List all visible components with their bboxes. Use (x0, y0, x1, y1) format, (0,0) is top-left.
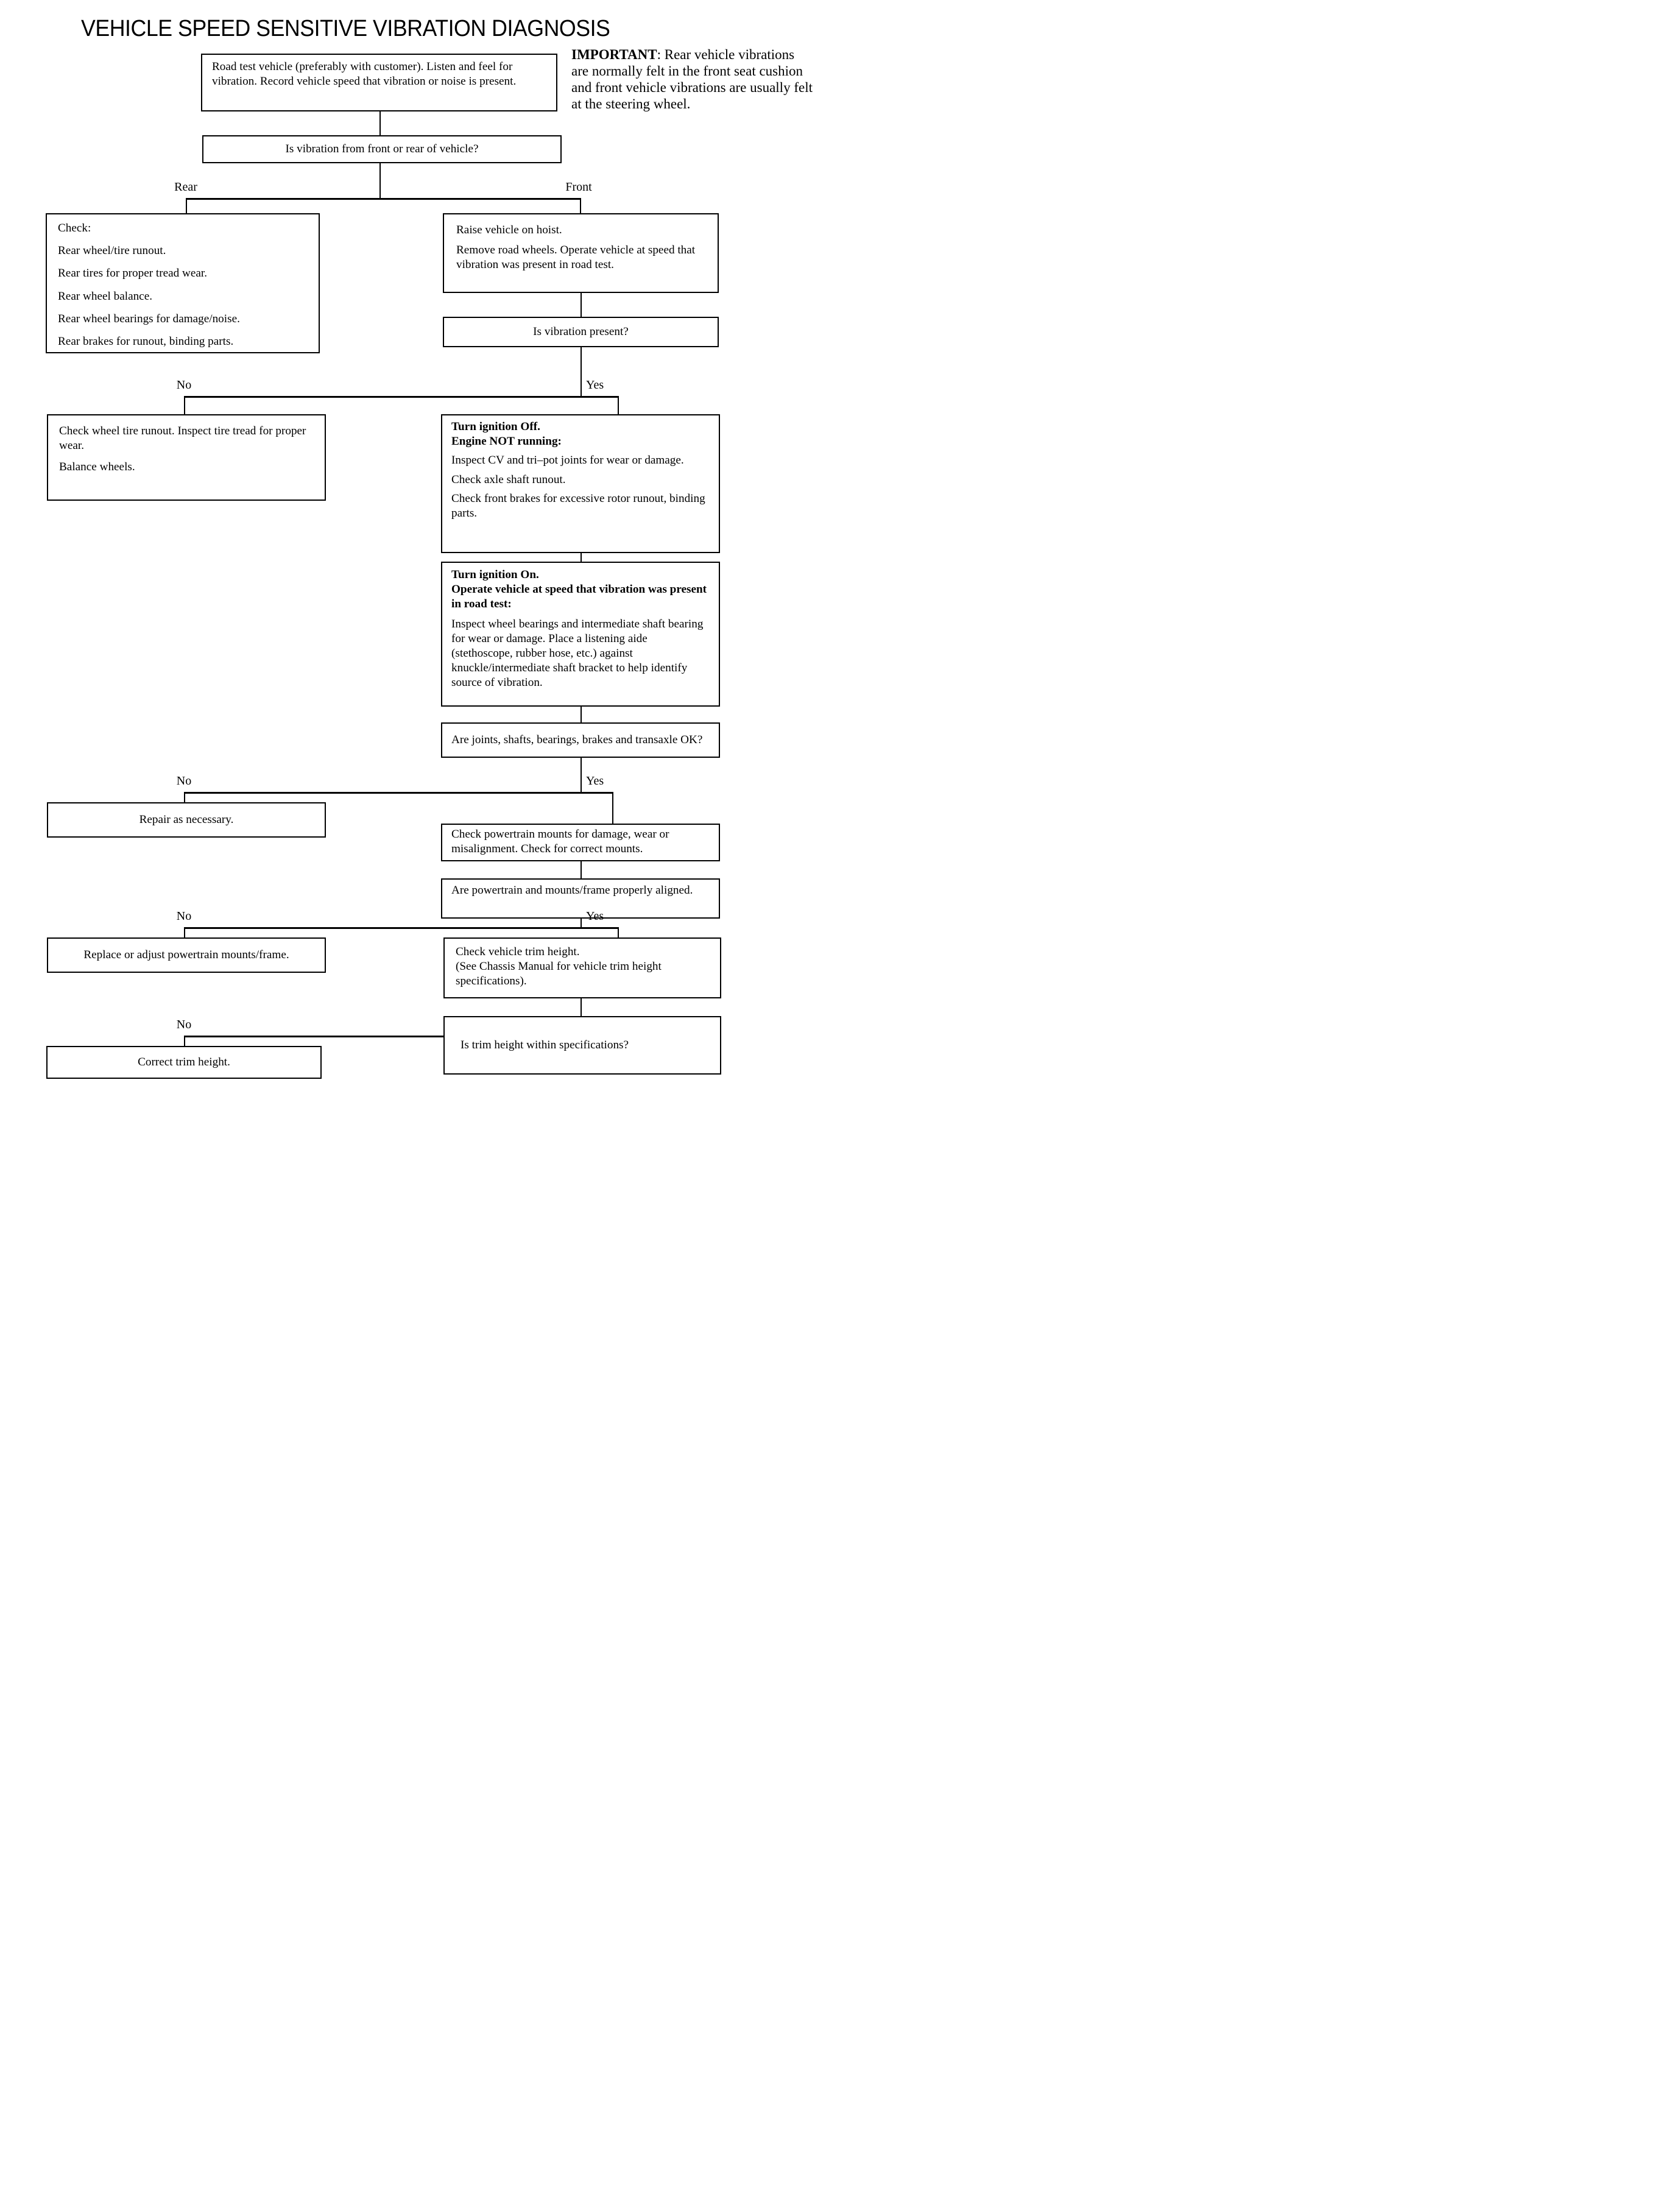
branch-label-no-2: No (176, 774, 192, 788)
trim-height-p1: Check vehicle trim height. (456, 945, 580, 958)
connector-ignitionoff-to-ignitionon (581, 553, 582, 562)
split1-right-drop (580, 198, 581, 213)
branch-label-yes-1: Yes (586, 378, 604, 392)
ignition-off-p1: Inspect CV and tri–pot joints for wear o… (451, 454, 684, 467)
ignition-off-p2: Check axle shaft runout. (451, 473, 566, 486)
node-replace-mounts-text: Replace or adjust powertrain mounts/fram… (83, 948, 289, 961)
rear-checks-item: Rear wheel bearings for damage/noise. (58, 312, 240, 325)
split4-left-drop (184, 927, 185, 937)
wheel-runout-p2: Balance wheels. (59, 461, 135, 474)
ignition-on-h2: Operate vehicle at speed that vibration … (451, 583, 707, 611)
connector-ignitionon-to-joints (581, 707, 582, 722)
node-rear-checks: Check: Rear wheel/tire runout. Rear tire… (46, 213, 320, 353)
rear-checks-heading: Check: (58, 222, 91, 235)
ignition-on-p1: Inspect wheel bearings and intermediate … (451, 617, 704, 690)
node-correct-trim-text: Correct trim height. (138, 1055, 230, 1068)
connector-trimheight-to-spec (581, 998, 582, 1016)
branch-label-no-1: No (176, 378, 192, 392)
rear-checks-item: Rear wheel balance. (58, 289, 153, 303)
split3-horizontal-line (184, 792, 613, 794)
split2-horizontal-line (184, 396, 619, 398)
branch-label-yes-2: Yes (586, 774, 604, 788)
wheel-runout-p1: Check wheel tire runout. Inspect tire tr… (59, 425, 306, 453)
node-road-test: Road test vehicle (preferably with custo… (201, 54, 557, 111)
connector-roadtest-to-question (379, 111, 381, 135)
branch-label-rear: Rear (174, 180, 197, 194)
split5-left-drop (184, 1036, 185, 1046)
connector-aligned-to-split4 (581, 919, 582, 927)
node-road-test-text: Road test vehicle (preferably with custo… (212, 60, 517, 88)
split2-right-drop (618, 396, 619, 414)
node-mounts-aligned: Are powertrain and mounts/frame properly… (441, 878, 720, 919)
raise-hoist-p1: Raise vehicle on hoist. (456, 224, 562, 236)
node-repair: Repair as necessary. (47, 802, 326, 838)
split2-left-drop (184, 396, 185, 414)
branch-label-no-3: No (176, 909, 192, 923)
split1-horizontal-line (186, 198, 581, 200)
node-ignition-off: Turn ignition Off. Engine NOT running: I… (441, 414, 720, 553)
split4-horizontal-line (184, 927, 619, 929)
node-raise-hoist: Raise vehicle on hoist. Remove road whee… (443, 213, 719, 293)
split5-horizontal-line (184, 1036, 443, 1037)
ignition-off-h2: Engine NOT running: (451, 435, 562, 448)
connector-vibration-to-split2 (581, 347, 582, 396)
ignition-off-h1: Turn ignition Off. (451, 420, 540, 433)
important-note: IMPORTANT: Rear vehicle vibrations are n… (571, 46, 813, 113)
node-wheel-runout: Check wheel tire runout. Inspect tire tr… (47, 414, 326, 501)
connector-joints-to-split3 (581, 758, 582, 792)
node-mounts-check: Check powertrain mounts for damage, wear… (441, 824, 720, 861)
split4-right-drop (618, 927, 619, 937)
split3-right-drop (612, 792, 613, 824)
page-title: VEHICLE SPEED SENSITIVE VIBRATION DIAGNO… (81, 16, 610, 41)
split3-left-drop (184, 792, 185, 802)
node-trim-height: Check vehicle trim height. (See Chassis … (443, 937, 721, 998)
node-vibration-present: Is vibration present? (443, 317, 719, 347)
flowchart-page: VEHICLE SPEED SENSITIVE VIBRATION DIAGNO… (0, 0, 840, 1105)
rear-checks-item: Rear tires for proper tread wear. (58, 267, 208, 280)
node-ignition-on: Turn ignition On. Operate vehicle at spe… (441, 562, 720, 707)
raise-hoist-p2: Remove road wheels. Operate vehicle at s… (456, 244, 696, 272)
branch-label-front: Front (565, 180, 592, 194)
node-correct-trim: Correct trim height. (46, 1046, 322, 1079)
node-trim-in-spec: Is trim height within specifications? (443, 1016, 721, 1075)
branch-label-yes-3: Yes (586, 909, 604, 923)
node-vibration-present-text: Is vibration present? (533, 325, 629, 338)
connector-hoist-to-vibration (581, 293, 582, 317)
connector-question-to-split1 (379, 163, 381, 198)
connector-mountscheck-to-aligned (581, 861, 582, 878)
rear-checks-item: Rear brakes for runout, binding parts. (58, 334, 234, 348)
rear-checks-item: Rear wheel/tire runout. (58, 244, 166, 258)
node-repair-text: Repair as necessary. (139, 813, 234, 826)
ignition-on-h1: Turn ignition On. (451, 568, 539, 581)
important-text: : Rear vehicle vibrations are normally f… (571, 47, 813, 112)
split1-left-drop (186, 198, 187, 213)
node-trim-in-spec-text: Is trim height within specifications? (461, 1038, 629, 1051)
node-mounts-check-text: Check powertrain mounts for damage, wear… (451, 828, 669, 856)
node-mounts-aligned-text: Are powertrain and mounts/frame properly… (451, 884, 693, 897)
node-joints-ok-text: Are joints, shafts, bearings, brakes and… (451, 733, 703, 746)
important-label: IMPORTANT (571, 47, 657, 62)
node-front-or-rear: Is vibration from front or rear of vehic… (202, 135, 562, 163)
ignition-off-p3: Check front brakes for excessive rotor r… (451, 492, 705, 520)
node-front-or-rear-text: Is vibration from front or rear of vehic… (285, 142, 479, 155)
trim-height-p2: (See Chassis Manual for vehicle trim hei… (456, 960, 662, 988)
node-replace-mounts: Replace or adjust powertrain mounts/fram… (47, 937, 326, 973)
node-joints-ok: Are joints, shafts, bearings, brakes and… (441, 722, 720, 758)
branch-label-no-4: No (176, 1018, 192, 1031)
